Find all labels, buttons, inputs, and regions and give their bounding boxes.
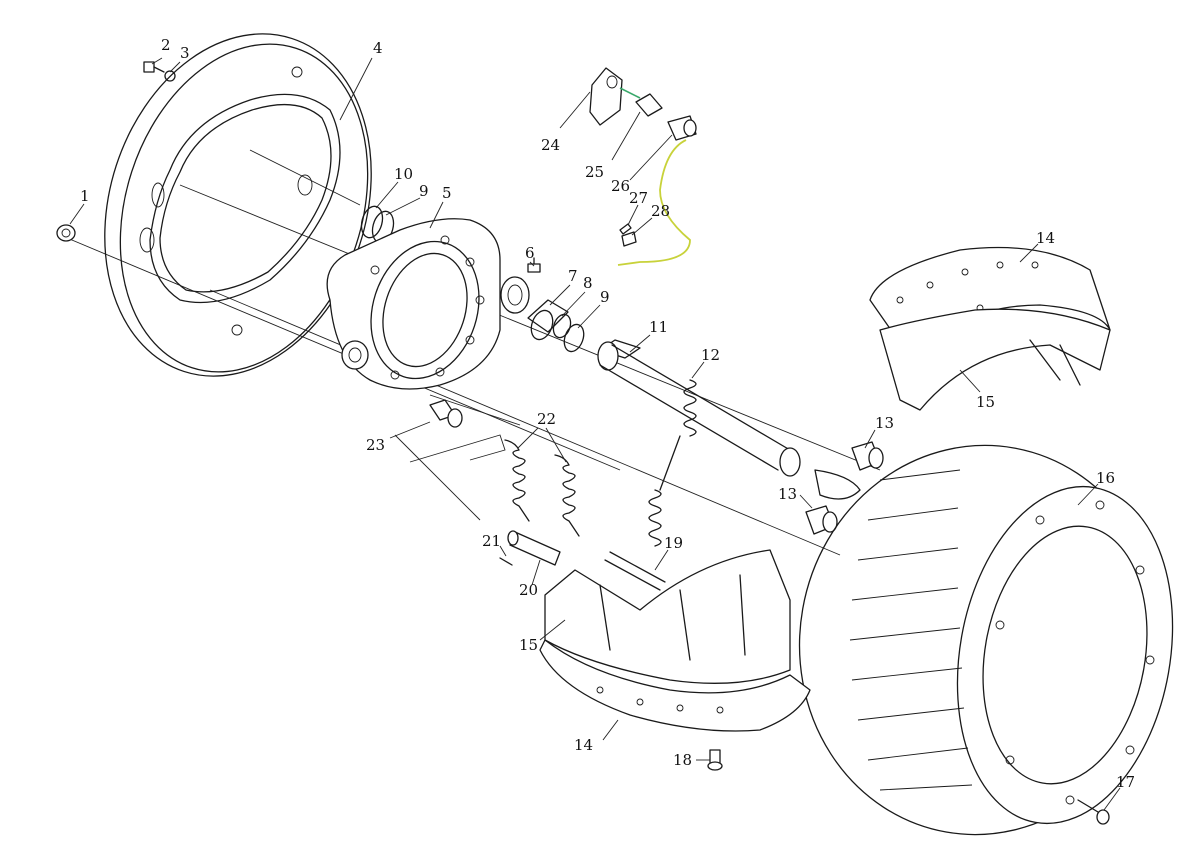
part-1-nut: [56, 224, 76, 242]
part-27-clip: [619, 223, 632, 235]
label-part-23: 23: [366, 436, 385, 454]
label-part-17: 17: [1116, 773, 1135, 791]
part-12-return-spring: [648, 379, 697, 547]
label-part-3: 3: [180, 44, 190, 62]
label-part-8: 8: [583, 274, 593, 292]
part-10-seal-ring: [360, 205, 384, 239]
part-5-brake-spider: [326, 218, 530, 390]
part-9-seal-ring-lower: [563, 323, 585, 353]
label-part-18: 18: [673, 751, 692, 769]
label-part-11: 11: [649, 318, 668, 336]
part-18-rivet: [707, 749, 723, 771]
label-part-14-upper: 14: [1036, 229, 1055, 247]
part-14-brake-lining-lower: [539, 639, 811, 732]
label-part-28: 28: [651, 202, 670, 220]
leader-lines: [69, 57, 1121, 811]
part-11-camshaft: [597, 339, 861, 500]
label-part-9-lower: 9: [600, 288, 610, 306]
label-part-19: 19: [664, 534, 683, 552]
label-part-27: 27: [629, 189, 648, 207]
part-15-brake-shoe-lower: [544, 549, 791, 684]
assembly-axis-lines: [59, 149, 881, 556]
label-part-6: 6: [525, 244, 535, 262]
label-part-24: 24: [541, 136, 560, 154]
part-7-bushing: [527, 299, 569, 341]
part-labels: 1 2 3 4 5 6 7 8 9 9 10 11 12 13 13 14 14…: [80, 36, 1135, 791]
part-13-roller-upper: [851, 441, 884, 471]
part-2-bolt: [143, 61, 165, 73]
label-part-14-lower: 14: [574, 736, 593, 754]
label-part-21: 21: [482, 532, 501, 550]
part-16-brake-drum: [798, 444, 1174, 836]
part-20-pin: [507, 530, 561, 566]
label-part-22: 22: [537, 410, 556, 428]
part-19-anchor-pin: [604, 551, 666, 591]
label-part-12: 12: [701, 346, 720, 364]
part-15-brake-shoe-upper: [879, 308, 1111, 411]
label-part-25: 25: [585, 163, 604, 181]
abs-sensor-wire: [617, 87, 691, 266]
label-part-4: 4: [373, 39, 383, 57]
part-22-spring-right: [554, 454, 580, 537]
label-part-10: 10: [394, 165, 413, 183]
label-part-26: 26: [611, 177, 630, 195]
part-28-connector: [621, 231, 637, 247]
label-part-2: 2: [161, 36, 171, 54]
label-part-1: 1: [80, 187, 90, 205]
label-part-9-upper: 9: [419, 182, 429, 200]
part-4-dust-shield: [104, 33, 372, 377]
part-26-abs-sensor: [667, 115, 697, 141]
label-part-20: 20: [519, 581, 538, 599]
part-24-sensor-bracket: [589, 67, 623, 126]
part-6-grease-fitting: [527, 257, 541, 273]
label-part-15-lower: 15: [519, 636, 538, 654]
label-part-5: 5: [442, 184, 452, 202]
label-part-16: 16: [1096, 469, 1115, 487]
part-13-roller-lower: [805, 505, 838, 535]
part-22-spring-left: [504, 439, 530, 522]
part-17-screw: [1077, 799, 1110, 825]
label-part-15-upper: 15: [976, 393, 995, 411]
label-part-13-lower: 13: [778, 485, 797, 503]
part-23-bolt: [429, 399, 463, 428]
part-21-cotter: [499, 557, 513, 566]
label-part-13-upper: 13: [875, 414, 894, 432]
part-25-sensor-sleeve: [635, 93, 663, 117]
label-part-7: 7: [568, 267, 578, 285]
